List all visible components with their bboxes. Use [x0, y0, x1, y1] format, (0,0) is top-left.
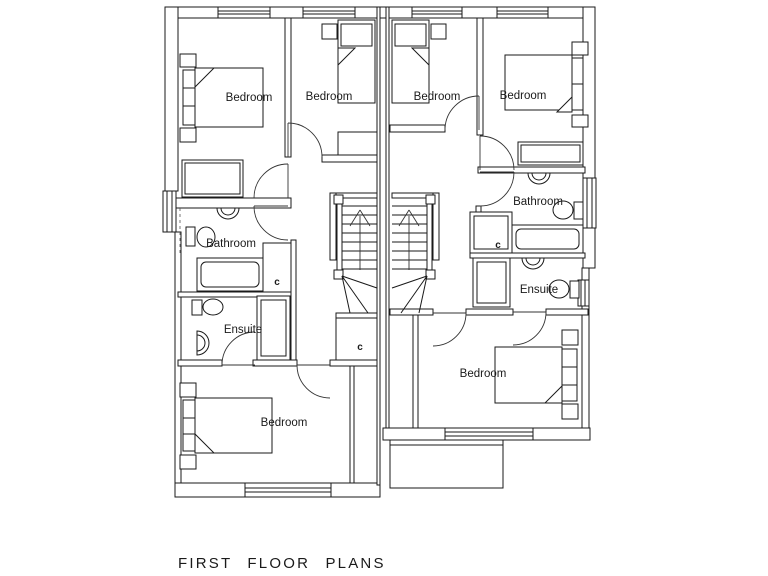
room-label-bedroom-front-left: Bedroom: [226, 92, 273, 104]
basin-bathroom-left: [216, 207, 240, 220]
door-bedroom-rear-right: [432, 312, 467, 347]
door-bedroom-front-small-right: [444, 95, 480, 131]
furniture-layer: [179, 19, 589, 470]
window-bathroom-right: [582, 177, 597, 229]
wardrobe-front-left: [181, 159, 244, 198]
window-front-4: [496, 6, 549, 19]
cupboard-label-right: c: [495, 240, 501, 251]
cupboard-right-box: [469, 211, 513, 254]
staircase-right: [391, 194, 436, 314]
stairs-up-arrow-right: [398, 209, 420, 270]
windows-layer: [162, 6, 597, 498]
room-label-ensuite-left: Ensuite: [224, 324, 262, 336]
door-bedroom-rear-left: [296, 364, 331, 399]
window-front-1: [217, 6, 271, 19]
door-bathroom-left: [253, 205, 289, 241]
door-ensuite-right: [512, 311, 547, 346]
window-front-2: [302, 6, 356, 19]
room-label-bedroom-front-small-right: Bedroom: [414, 91, 461, 103]
staircase-left: [333, 194, 378, 361]
window-rear-right: [444, 427, 534, 441]
room-label-bathroom-right: Bathroom: [513, 196, 563, 208]
cupboard-label-stairs-left: c: [357, 342, 363, 353]
rear-extension-outline: [389, 440, 504, 489]
door-bedroom-front-left: [253, 163, 289, 199]
labels-layer: Bedroom Bedroom Bedroom Bedroom Bathroom…: [178, 90, 563, 572]
window-front-3: [411, 6, 463, 19]
toilet-bathroom-right: [552, 200, 584, 220]
shower-cubicle-ensuite-right: [472, 257, 511, 308]
handrail-right: [426, 199, 433, 275]
window-rear-left: [244, 482, 332, 498]
single-bed-symbol-left: [321, 19, 376, 104]
stair-bulkhead-left: [337, 131, 378, 156]
wardrobe-front-right: [517, 141, 584, 166]
room-label-bedroom-front-small-left: Bedroom: [306, 91, 353, 103]
cupboard-bathroom-left-box: [262, 242, 292, 293]
window-bathroom-left: [162, 190, 177, 233]
bath-right: [511, 224, 584, 254]
room-label-ensuite-right: Ensuite: [520, 284, 558, 296]
handrail-left: [336, 199, 343, 275]
stairs-up-arrow-left: [349, 209, 371, 270]
shower-basin-ensuite-left: [196, 330, 210, 356]
door-bedroom-front-small-left: [287, 122, 323, 158]
double-bed-symbol-front-left: [179, 53, 264, 143]
double-bed-symbol-rear-left: [179, 382, 273, 470]
cupboard-label-bathroom-left: c: [274, 277, 280, 288]
toilet-ensuite-right: [548, 279, 580, 299]
bath-left: [196, 257, 264, 292]
shower-cubicle-ensuite-left: [256, 295, 291, 361]
room-label-bathroom-left: Bathroom: [206, 238, 256, 250]
cupboard-under-stairs-left: [335, 317, 378, 361]
basin-ensuite-right: [521, 257, 545, 270]
plan-title: FIRST FLOOR PLANS: [178, 555, 386, 572]
double-bed-symbol-rear-right: [494, 329, 579, 420]
door-bedroom-front-right: [479, 135, 515, 171]
basin-bathroom-right: [527, 172, 551, 185]
toilet-ensuite-left: [191, 298, 224, 316]
room-label-bedroom-rear-left: Bedroom: [261, 417, 308, 429]
double-bed-symbol-front-right: [504, 41, 589, 128]
door-ensuite-left: [221, 331, 256, 366]
room-label-bedroom-front-right: Bedroom: [500, 90, 547, 102]
doors-layer: [221, 95, 547, 399]
toilet-bathroom-left: [185, 226, 216, 248]
door-bathroom-right: [479, 171, 515, 207]
window-ensuite-right: [577, 279, 590, 307]
room-label-bedroom-rear-right: Bedroom: [460, 368, 507, 380]
single-bed-symbol-right: [391, 19, 447, 104]
